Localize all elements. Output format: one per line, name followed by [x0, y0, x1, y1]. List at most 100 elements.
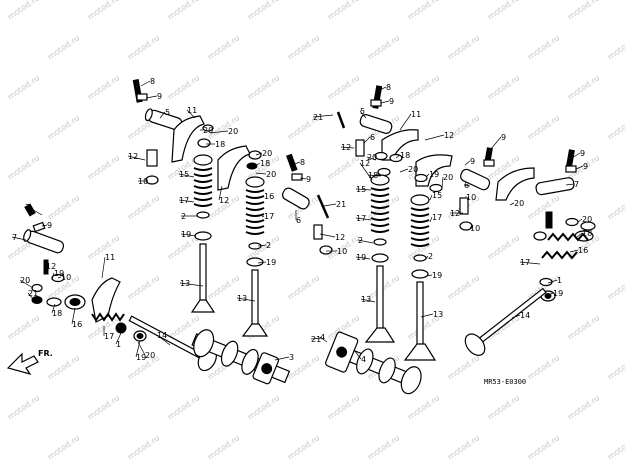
callout-leader-line	[359, 162, 373, 181]
part-number-label: 15	[432, 191, 442, 200]
part-callout: 5	[159, 108, 170, 119]
part-number-label: 19	[356, 253, 366, 262]
callout-leader-line	[257, 244, 267, 247]
callout-leader-line	[178, 199, 195, 203]
part-number-label: 12	[219, 196, 229, 205]
part-number-label: 6	[370, 133, 375, 142]
callout-leader-line	[509, 202, 515, 206]
callout-leader-line	[464, 160, 471, 166]
part-callout: 13	[360, 295, 376, 304]
callout-leader-line	[355, 256, 371, 260]
callout-leader-line	[395, 154, 401, 159]
callout-leader-line	[319, 336, 328, 343]
part-callout: 12	[340, 143, 355, 152]
part-number-label: 18	[215, 140, 225, 149]
part-callout: 13	[420, 310, 443, 319]
part-callout: 4	[353, 349, 366, 364]
part-callout: 19	[257, 258, 276, 267]
part-number-label: 10	[61, 273, 71, 282]
watermark-text: motod.ru	[86, 393, 121, 421]
callout-leader-line	[218, 185, 223, 201]
watermark-text: motod.ru	[286, 273, 321, 301]
part-number-label: 17	[520, 258, 530, 267]
part-callout: 20	[19, 276, 34, 289]
part-callout: 10	[469, 224, 480, 233]
callout-leader-line	[380, 100, 390, 104]
part-number-label: 20	[266, 170, 276, 179]
part-number-label: 11	[411, 110, 421, 119]
callout-leader-line	[547, 292, 554, 296]
part-callout: 17	[355, 214, 372, 223]
part-number-label: 12	[360, 159, 370, 168]
watermark-text: motod.ru	[246, 393, 281, 421]
watermark-text: motod.ru	[606, 33, 625, 61]
part-callout: 1	[547, 276, 562, 285]
part-callout: 1	[115, 332, 122, 349]
callout-leader-line	[51, 272, 55, 281]
part-callout: 8	[140, 77, 155, 87]
part-callout: 12	[319, 233, 345, 242]
part-callout: 18	[575, 229, 592, 239]
callout-leader-line	[137, 341, 146, 356]
part-callout: 20	[209, 127, 238, 136]
watermark-text: motod.ru	[166, 73, 201, 101]
callout-leader-line	[101, 256, 106, 279]
part-number-label: 15	[179, 170, 189, 179]
watermark-text: motod.ru	[486, 233, 521, 261]
part-callout: 9	[299, 175, 311, 184]
watermark-text: motod.ru	[286, 433, 321, 461]
part-callout: 7	[11, 233, 27, 242]
part-number-label: 11	[105, 253, 115, 262]
watermark-text: motod.ru	[446, 273, 481, 301]
part-number-label: 20	[367, 153, 377, 162]
callout-leader-line	[571, 152, 581, 159]
part-callout: 19	[180, 230, 197, 239]
watermark-text: motod.ru	[246, 73, 281, 101]
watermark-text: motod.ru	[526, 193, 561, 221]
part-number-label: 21	[313, 113, 323, 122]
watermark-text: motod.ru	[126, 193, 161, 221]
part-callout: 6	[363, 133, 375, 144]
part-callout: 20	[509, 199, 524, 208]
part-number-label: 20	[514, 199, 524, 208]
callout-leader-line	[340, 146, 355, 149]
watermark-text: motod.ru	[446, 33, 481, 61]
watermark-text: motod.ru	[326, 73, 361, 101]
part-number-label: 21	[311, 335, 321, 344]
part-callout: 21	[27, 289, 38, 301]
callout-leader-line	[255, 172, 267, 175]
part-callout: 12	[359, 159, 373, 181]
watermark-text: motod.ru	[6, 0, 41, 22]
part-number-label: 11	[187, 106, 197, 115]
callout-leader-line	[27, 292, 35, 301]
part-number-label: 8	[150, 77, 155, 86]
callout-leader-line	[156, 334, 171, 346]
part-number-label: 12	[128, 152, 138, 161]
part-number-label: 1	[116, 340, 121, 349]
watermark-text: motod.ru	[46, 433, 81, 461]
part-number-label: 4	[361, 355, 366, 364]
part-number-label: 2	[428, 252, 433, 261]
part-callout: 16	[262, 192, 274, 201]
part-number-label: 16	[72, 320, 82, 329]
watermark-text: motod.ru	[86, 233, 121, 261]
part-number-label: 14	[520, 311, 530, 320]
part-number-label: 13	[361, 295, 371, 304]
part-number-label: 18	[368, 171, 378, 180]
watermark-text: motod.ru	[486, 73, 521, 101]
part-callout: 16	[569, 246, 588, 255]
callout-leader-line	[57, 276, 62, 279]
part-callout: 9	[380, 97, 394, 106]
watermark-text: motod.ru	[566, 393, 601, 421]
callout-leader-line	[363, 136, 371, 144]
part-number-label: 12	[46, 262, 56, 271]
part-number-label: 17	[264, 212, 274, 221]
part-number-label: 20	[582, 215, 592, 224]
callout-leader-line	[429, 216, 433, 223]
part-number-label: 2	[358, 236, 363, 245]
part-number-label: 8	[300, 158, 305, 167]
part-number-label: 20	[203, 126, 213, 135]
part-callout: 9	[464, 157, 475, 166]
part-callout: 12	[424, 131, 454, 141]
